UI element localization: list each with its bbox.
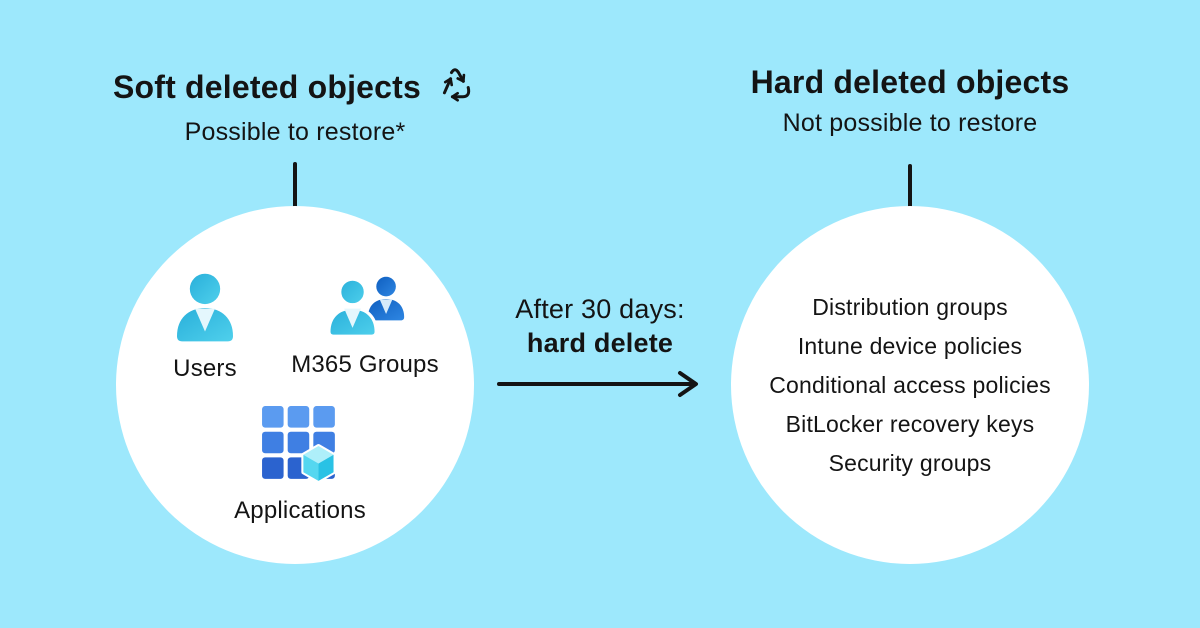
hard-deleted-circle: Distribution groups Intune device polici… [731,206,1089,564]
hard-deleted-list: Distribution groups Intune device polici… [761,288,1059,483]
users-item: Users [135,272,275,383]
user-icon [167,272,243,347]
hard-deleted-subtitle: Not possible to restore [782,109,1038,137]
applications-item: Applications [230,404,370,525]
users-label: Users [173,355,237,382]
list-item: Intune device policies [797,332,1023,359]
after-30-days-text: After 30 days: [515,294,685,324]
list-item: Conditional access policies [769,371,1051,398]
m365-groups-item: M365 Groups [290,272,440,379]
soft-deleted-circle: Users [116,206,474,564]
recycle-icon [433,62,477,111]
soft-deleted-subtitle: Possible to restore* [184,118,406,146]
m365-groups-label: M365 Groups [291,351,439,378]
arrow-right-icon [470,370,730,403]
hard-deleted-title: Hard deleted objects [750,64,1070,100]
soft-deleted-title: Soft deleted objects [112,68,422,105]
transition-note: After 30 days: hard delete [470,292,730,403]
list-item: Distribution groups [812,293,1008,320]
m365-groups-icon [319,272,411,347]
soft-deleted-header: Soft deleted objects Possible to re [60,62,530,147]
hard-deleted-header: Hard deleted objects Not possible to res… [675,62,1145,138]
list-item: BitLocker recovery keys [785,410,1035,437]
applications-label: Applications [234,497,366,524]
applications-grid-icon [260,404,340,489]
list-item: Security groups [828,449,992,476]
hard-delete-text: hard delete [526,328,674,358]
